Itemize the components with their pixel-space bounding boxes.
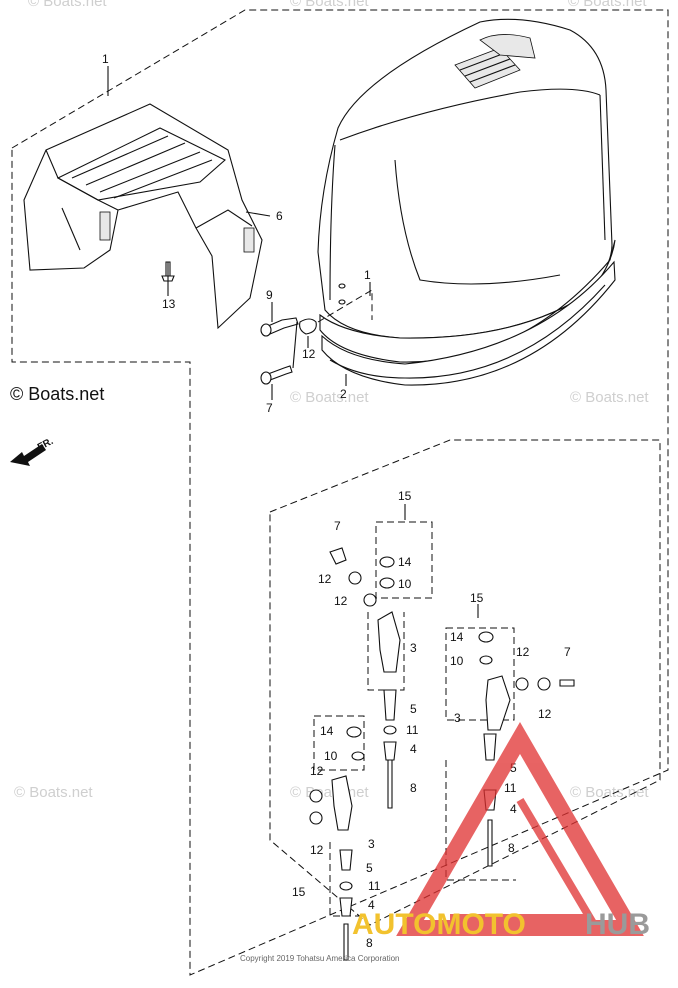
watermarks: © Boats.net © Boats.net © Boats.net © Bo…	[14, 0, 649, 801]
watermark: © Boats.net	[290, 389, 369, 406]
callout: 6	[276, 209, 283, 223]
callout: 3	[368, 837, 375, 851]
watermark: © Boats.net	[14, 784, 93, 801]
callout: 9	[266, 288, 273, 302]
callout: 4	[510, 802, 517, 816]
callout: 12	[334, 594, 348, 608]
callout: 15	[292, 885, 306, 899]
callout-labels: 1 6 13 9 1 12 2 7 15 7 14 12 10 12 3 5 1…	[102, 52, 571, 950]
watermark: © Boats.net	[290, 784, 369, 801]
callout: 12	[538, 707, 552, 721]
callout: 11	[368, 879, 381, 893]
cowling-fasteners	[260, 283, 373, 385]
forward-arrow-icon: FR.	[10, 436, 55, 466]
callout: 10	[450, 654, 464, 668]
rear-inner-panel	[23, 103, 263, 330]
callout: 5	[366, 861, 373, 875]
callout: 15	[470, 591, 484, 605]
callout: 12	[318, 572, 332, 586]
callout: 11	[406, 723, 419, 737]
callout: 13	[162, 297, 176, 311]
callout: 12	[516, 645, 530, 659]
callout: 12	[302, 347, 316, 361]
watermark: © Boats.net	[570, 389, 649, 406]
callout: 8	[508, 841, 515, 855]
callout: 3	[410, 641, 417, 655]
latch-assembly-boundary	[269, 439, 661, 926]
callout: 5	[510, 761, 517, 775]
callout: 10	[324, 749, 338, 763]
copyright-text: Copyright 2019 Tohatsu America Corporati…	[240, 954, 400, 963]
leader-lines	[107, 66, 479, 618]
callout: 3	[454, 711, 461, 725]
callout: 1	[102, 52, 109, 66]
callout: 8	[366, 936, 373, 950]
top-cowling	[317, 18, 616, 386]
callout: 7	[334, 519, 341, 533]
assembly-boundary	[11, 9, 669, 976]
callout: 14	[320, 724, 334, 738]
latch-group-b	[445, 627, 575, 881]
callout: 5	[410, 702, 417, 716]
forward-label: FR.	[36, 436, 56, 453]
logo-text-automoto: AUTOMOTO	[352, 908, 526, 941]
watermark: © Boats.net	[570, 784, 649, 801]
callout: 15	[398, 489, 412, 503]
callout: 4	[410, 742, 417, 756]
watermark: © Boats.net	[28, 0, 107, 10]
watermark: © Boats.net	[568, 0, 647, 10]
callout: 2	[340, 387, 347, 401]
callout: 4	[368, 898, 375, 912]
latch-group-a	[329, 521, 433, 809]
brand-label: © Boats.net	[10, 384, 104, 404]
automotohub-logo	[396, 722, 644, 936]
callout: 12	[310, 764, 324, 778]
callout: 1	[364, 268, 371, 282]
callout: 8	[410, 781, 417, 795]
logo-text-hub: HUB	[585, 908, 650, 941]
callout: 12	[310, 843, 324, 857]
callout: 7	[266, 401, 273, 415]
callout: 14	[450, 630, 464, 644]
latch-group-c	[309, 715, 365, 961]
callout: 10	[398, 577, 412, 591]
watermark: © Boats.net	[290, 0, 369, 10]
callout: 11	[504, 781, 517, 795]
callout: 14	[398, 555, 412, 569]
callout: 7	[564, 645, 571, 659]
